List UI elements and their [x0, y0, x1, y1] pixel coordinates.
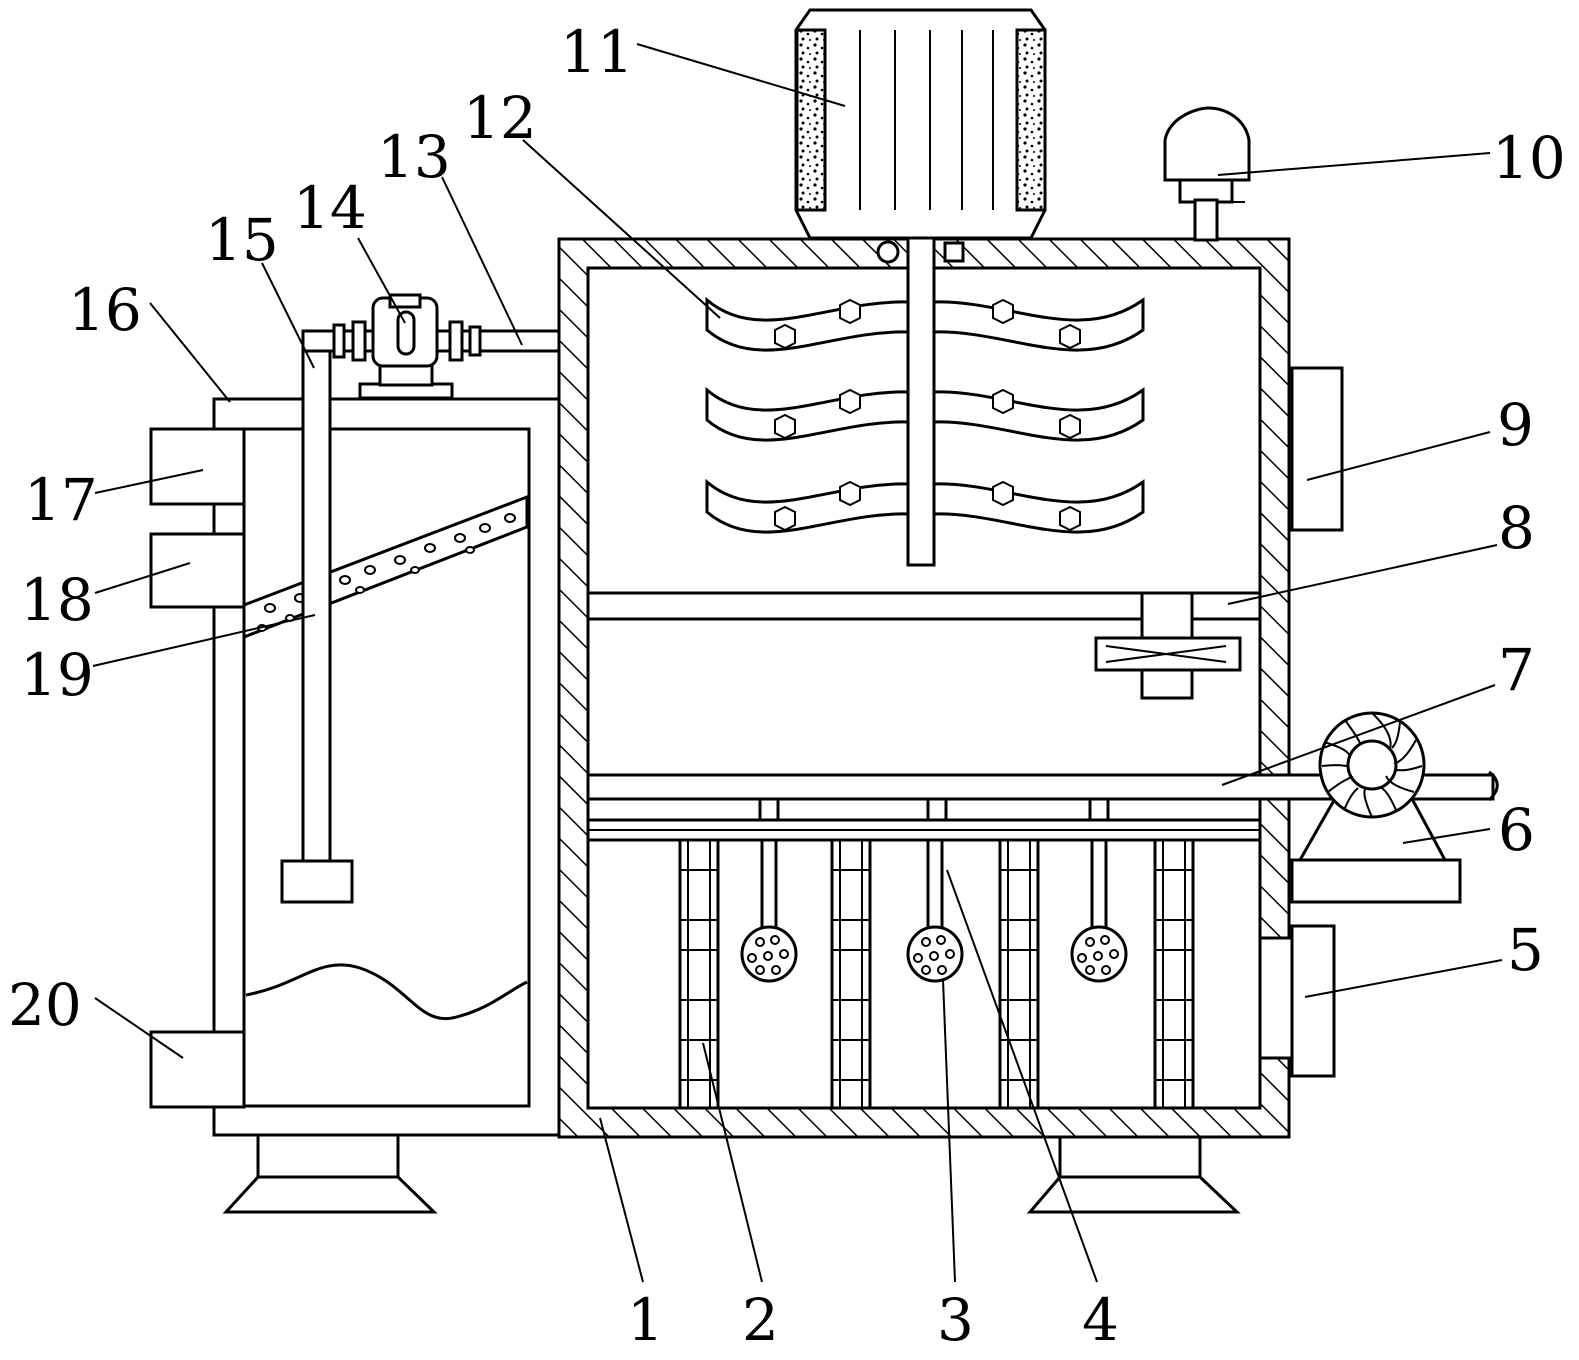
label-11: 11: [560, 18, 634, 86]
box-9: [1290, 366, 1344, 532]
label-13: 13: [377, 123, 451, 191]
partition-8: [586, 591, 1262, 700]
label-5: 5: [1507, 916, 1544, 984]
suction-pipe: [280, 334, 354, 904]
label-20: 20: [8, 971, 82, 1039]
label-8: 8: [1498, 494, 1535, 562]
label-3: 3: [937, 1286, 974, 1354]
label-17: 17: [24, 466, 98, 534]
feet: [222, 1133, 1241, 1214]
labels: 11 10 12 13 14 15 16 17 18 19 20 9 8 7 6…: [8, 18, 1566, 1354]
label-9: 9: [1497, 391, 1534, 459]
label-12: 12: [463, 84, 537, 152]
agitator-balls: [740, 838, 1128, 983]
filter-columns: [678, 838, 1195, 1110]
label-6: 6: [1498, 796, 1535, 864]
box-5: [1258, 924, 1336, 1078]
small-motor: [1163, 106, 1251, 242]
top-motor: [794, 8, 1047, 264]
label-16: 16: [68, 276, 142, 344]
label-15: 15: [205, 206, 279, 274]
pipe-and-pump: [301, 293, 561, 400]
label-10: 10: [1492, 124, 1566, 192]
fan-6: [1290, 711, 1462, 904]
paddles: [705, 296, 1145, 534]
label-14: 14: [293, 174, 367, 242]
box-20: [149, 1030, 246, 1109]
leader-lines: [92, 43, 1503, 1283]
box-17: [149, 427, 246, 506]
label-7: 7: [1498, 636, 1535, 704]
label-18: 18: [20, 566, 94, 634]
filter-plate: [242, 494, 529, 640]
label-4: 4: [1082, 1286, 1119, 1354]
label-2: 2: [742, 1286, 779, 1354]
label-1: 1: [627, 1286, 664, 1354]
stirring-shaft: [906, 236, 936, 567]
label-19: 19: [20, 641, 94, 709]
